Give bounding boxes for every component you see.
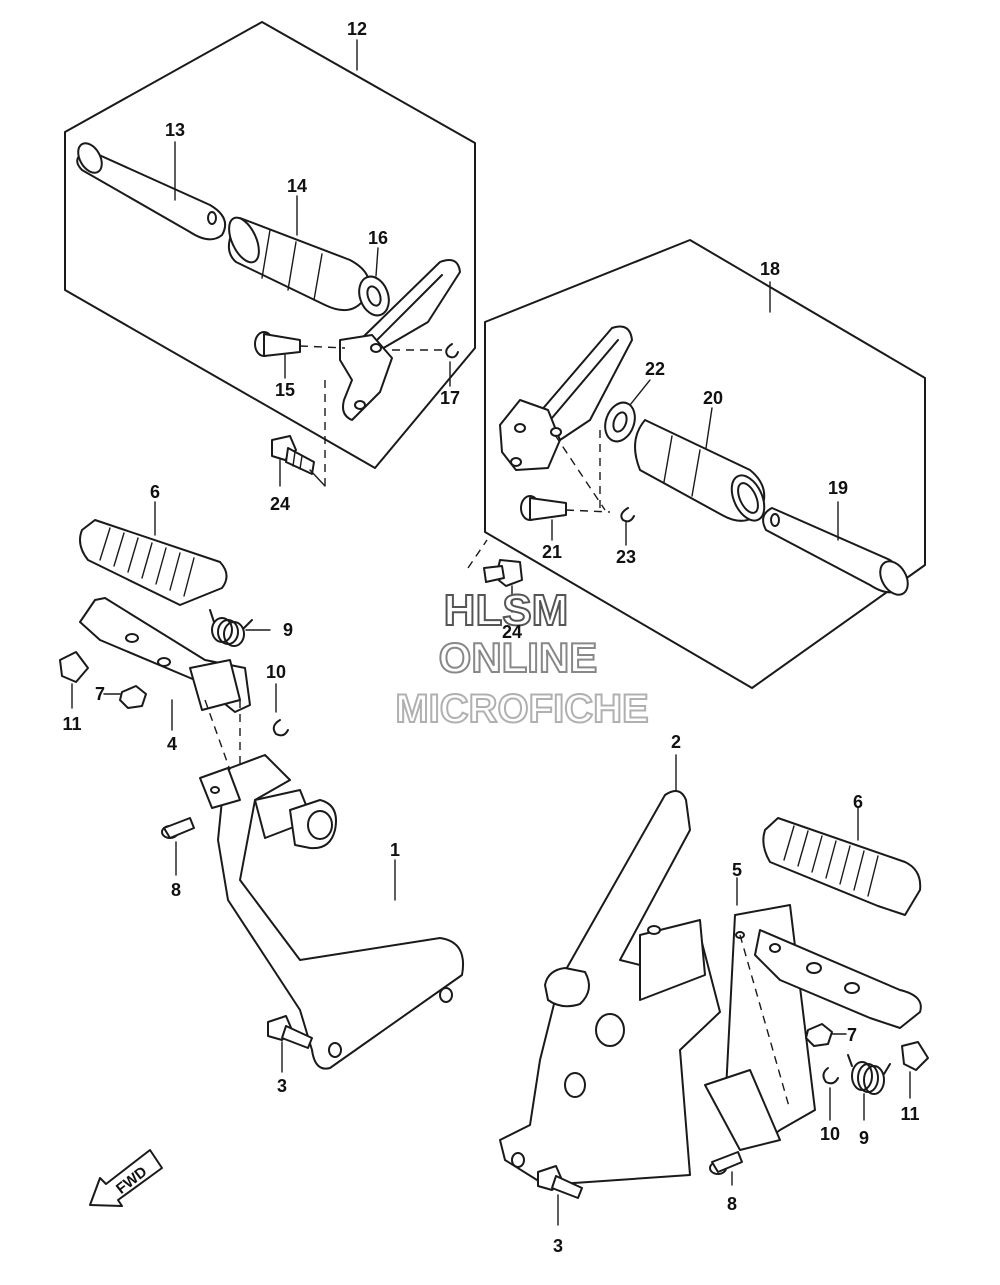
- part-22-washer: [604, 379, 651, 443]
- part-11-stopper-right: [901, 1041, 929, 1099]
- callout-11-right: 11: [900, 1104, 919, 1124]
- part-19-pin: [762, 501, 909, 596]
- part-2-bracket-right: [499, 754, 721, 1186]
- callout-22: 22: [645, 359, 665, 379]
- watermark: HLSM ONLINE MICROFICHE: [394, 585, 649, 732]
- part-14-roller: [228, 195, 370, 312]
- callout-24-right: 24: [502, 622, 522, 642]
- callout-10-left: 10: [266, 662, 286, 682]
- watermark-line-3: MICROFICHE: [395, 687, 648, 731]
- part-24-bolt-upper: [271, 380, 326, 487]
- callout-13: 13: [165, 120, 185, 140]
- callout-9-left: 9: [283, 620, 293, 640]
- part-4-footpeg-right: [754, 929, 922, 1029]
- callout-labels: 12 13 14 16 15 17 24 18 22 20 19 21 23 2…: [62, 19, 919, 1256]
- callout-6-right: 6: [853, 792, 863, 812]
- watermark-line-1: HLSM: [444, 586, 569, 635]
- callout-23: 23: [616, 547, 636, 567]
- part-9-spring-right: [847, 1054, 891, 1121]
- callout-14: 14: [287, 176, 307, 196]
- callout-10-right: 10: [820, 1124, 840, 1144]
- part-17-e-clip: [392, 343, 459, 387]
- callout-20: 20: [703, 388, 723, 408]
- assembly-box-12: [64, 21, 476, 469]
- callout-8-right: 8: [727, 1194, 737, 1214]
- callout-7-left: 7: [95, 684, 105, 704]
- callout-17: 17: [440, 388, 460, 408]
- part-15-clevis-pin: [254, 331, 346, 379]
- part-13-pin: [76, 141, 226, 241]
- callout-2: 2: [671, 732, 681, 752]
- callout-3-left: 3: [277, 1076, 287, 1096]
- callout-19: 19: [828, 478, 848, 498]
- callout-4: 4: [167, 734, 177, 754]
- part-20-roller: [634, 407, 766, 522]
- callout-16: 16: [368, 228, 388, 248]
- footrest-bracket-upper-left: [339, 259, 461, 421]
- fwd-arrow-icon: FWD: [89, 1149, 163, 1207]
- callout-15: 15: [275, 380, 295, 400]
- part-8-pin-right: [709, 1151, 743, 1186]
- watermark-line-2: ONLINE: [439, 634, 598, 681]
- part-16-washer: [358, 247, 390, 317]
- callout-3-right: 3: [553, 1236, 563, 1256]
- part-10-clip-left: [272, 683, 289, 737]
- part-10-clip-right: [822, 1067, 839, 1121]
- part-3-bolt-left: [267, 1015, 313, 1073]
- callout-24-upper: 24: [270, 494, 290, 514]
- part-11-stopper-left: [59, 651, 89, 709]
- callout-12: 12: [347, 19, 367, 39]
- part-21-clevis-pin: [520, 495, 611, 541]
- callout-9-right: 9: [859, 1128, 869, 1148]
- part-1-bracket-left: [199, 699, 464, 1070]
- part-23-e-clip: [620, 507, 635, 546]
- part-6-rubber-right: [762, 807, 922, 916]
- part-24-bolt-right: [467, 539, 523, 613]
- part-7-nut-left: [103, 685, 147, 709]
- part-3-bolt-right: [537, 1165, 583, 1226]
- part-9-spring-left: [209, 609, 271, 647]
- part-6-rubber-left: [79, 501, 228, 606]
- assembly-box-18: [484, 239, 926, 689]
- footrest-bracket-upper-right: [499, 325, 633, 511]
- callout-21: 21: [542, 542, 562, 562]
- part-4-footpeg-left: [79, 597, 251, 731]
- callout-1: 1: [390, 840, 400, 860]
- callout-18: 18: [760, 259, 780, 279]
- callout-7-right: 7: [847, 1025, 857, 1045]
- part-7-nut-right: [805, 1023, 847, 1047]
- part-5-footpeg-bracket: [704, 877, 816, 1151]
- callout-6-left: 6: [150, 482, 160, 502]
- callout-8-left: 8: [171, 880, 181, 900]
- callout-11-left: 11: [62, 714, 81, 734]
- callout-5: 5: [732, 860, 742, 880]
- part-8-pin-left: [161, 817, 195, 876]
